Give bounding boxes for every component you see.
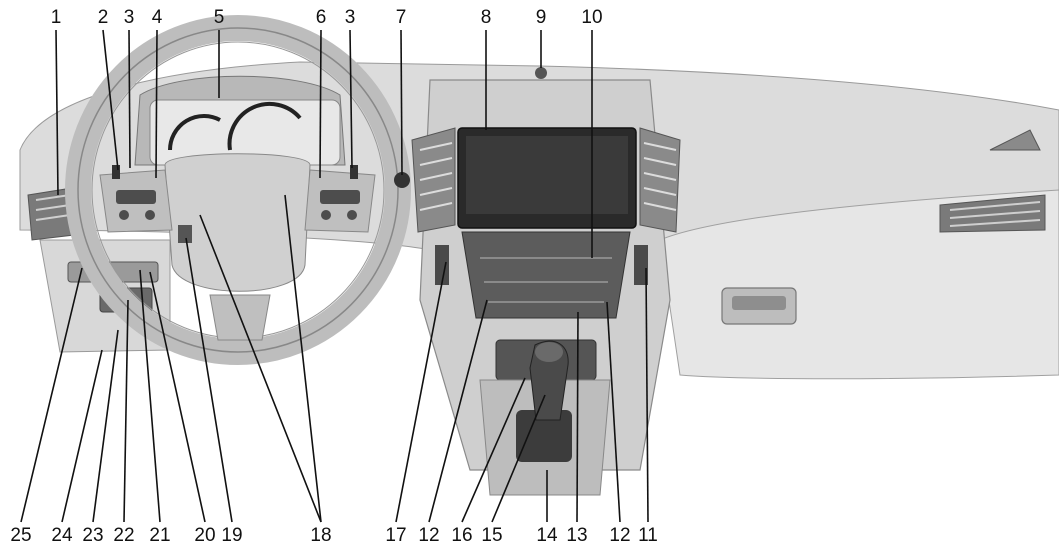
leader-line xyxy=(102,29,119,171)
leader-line xyxy=(395,261,447,523)
bottom-callouts: 25 24 23 22 21 20 19 18 17 12 16 15 14 1… xyxy=(10,525,657,546)
callout-top-10: 10 xyxy=(581,7,602,28)
callout-bottom-12: 14 xyxy=(536,525,558,546)
callout-bottom-0: 25 xyxy=(10,525,31,546)
callout-bottom-2: 23 xyxy=(82,525,103,546)
shifter-boot xyxy=(516,410,572,462)
left-trim-strip xyxy=(435,245,449,285)
callout-top-5: 6 xyxy=(316,7,327,28)
windshield-sensor xyxy=(535,67,547,79)
leader-line xyxy=(128,29,131,169)
leader-line xyxy=(284,194,322,523)
callout-top-2: 3 xyxy=(124,7,135,28)
top-callouts: 1 2 3 4 5 6 3 7 8 9 10 xyxy=(51,7,603,28)
leader-line xyxy=(61,349,103,523)
steering-wheel-hub xyxy=(164,153,311,292)
climate-control-panel xyxy=(461,231,631,319)
callout-top-3: 4 xyxy=(152,7,163,28)
callout-bottom-10: 16 xyxy=(451,525,472,546)
callout-bottom-11: 15 xyxy=(481,525,502,546)
dashboard-illustration xyxy=(19,15,1059,496)
callout-top-7: 7 xyxy=(396,7,407,28)
leader-line xyxy=(20,267,83,523)
leader-line xyxy=(139,269,161,523)
shift-lever xyxy=(529,340,569,421)
callout-bottom-3: 22 xyxy=(113,525,134,546)
leader-line xyxy=(123,299,129,523)
leader-line xyxy=(149,271,206,523)
leader-line xyxy=(319,29,322,179)
callout-top-9: 9 xyxy=(536,7,547,28)
leader-line xyxy=(155,29,158,179)
glove-box-panel xyxy=(659,189,1059,380)
callout-top-1: 2 xyxy=(98,7,109,28)
callout-bottom-9: 12 xyxy=(418,525,439,546)
steering-wheel xyxy=(65,15,411,365)
callout-bottom-6: 19 xyxy=(221,525,242,546)
callout-bottom-7: 18 xyxy=(310,525,331,546)
leader-line xyxy=(606,301,621,523)
right-trim-strip xyxy=(634,245,648,285)
center-right-vent xyxy=(639,127,681,233)
callout-bottom-13: 13 xyxy=(566,525,587,546)
leader-line xyxy=(400,29,403,176)
callout-bottom-14: 12 xyxy=(609,525,630,546)
center-left-vent xyxy=(411,127,456,233)
leader-line xyxy=(55,29,59,196)
leader-line xyxy=(349,29,353,169)
callout-bottom-1: 24 xyxy=(51,525,73,546)
leader-line xyxy=(461,377,526,523)
callout-top-6: 3 xyxy=(345,7,356,28)
callout-leaders xyxy=(20,29,649,523)
leader-line xyxy=(576,311,579,523)
callout-bottom-8: 17 xyxy=(385,525,406,546)
leader-line xyxy=(199,214,322,523)
leader-line xyxy=(185,237,233,523)
leader-line xyxy=(92,329,119,523)
callout-bottom-4: 21 xyxy=(149,525,170,546)
callout-top-4: 5 xyxy=(214,7,225,28)
leader-line xyxy=(645,267,649,523)
callout-bottom-5: 20 xyxy=(194,525,215,546)
leader-line xyxy=(491,394,546,523)
callout-bottom-15: 11 xyxy=(638,525,658,546)
callout-top-0: 1 xyxy=(51,7,62,28)
right-corner-vent xyxy=(989,129,1041,151)
right-air-vent xyxy=(939,194,1046,233)
callout-top-8: 8 xyxy=(481,7,492,28)
leader-line xyxy=(428,299,488,523)
